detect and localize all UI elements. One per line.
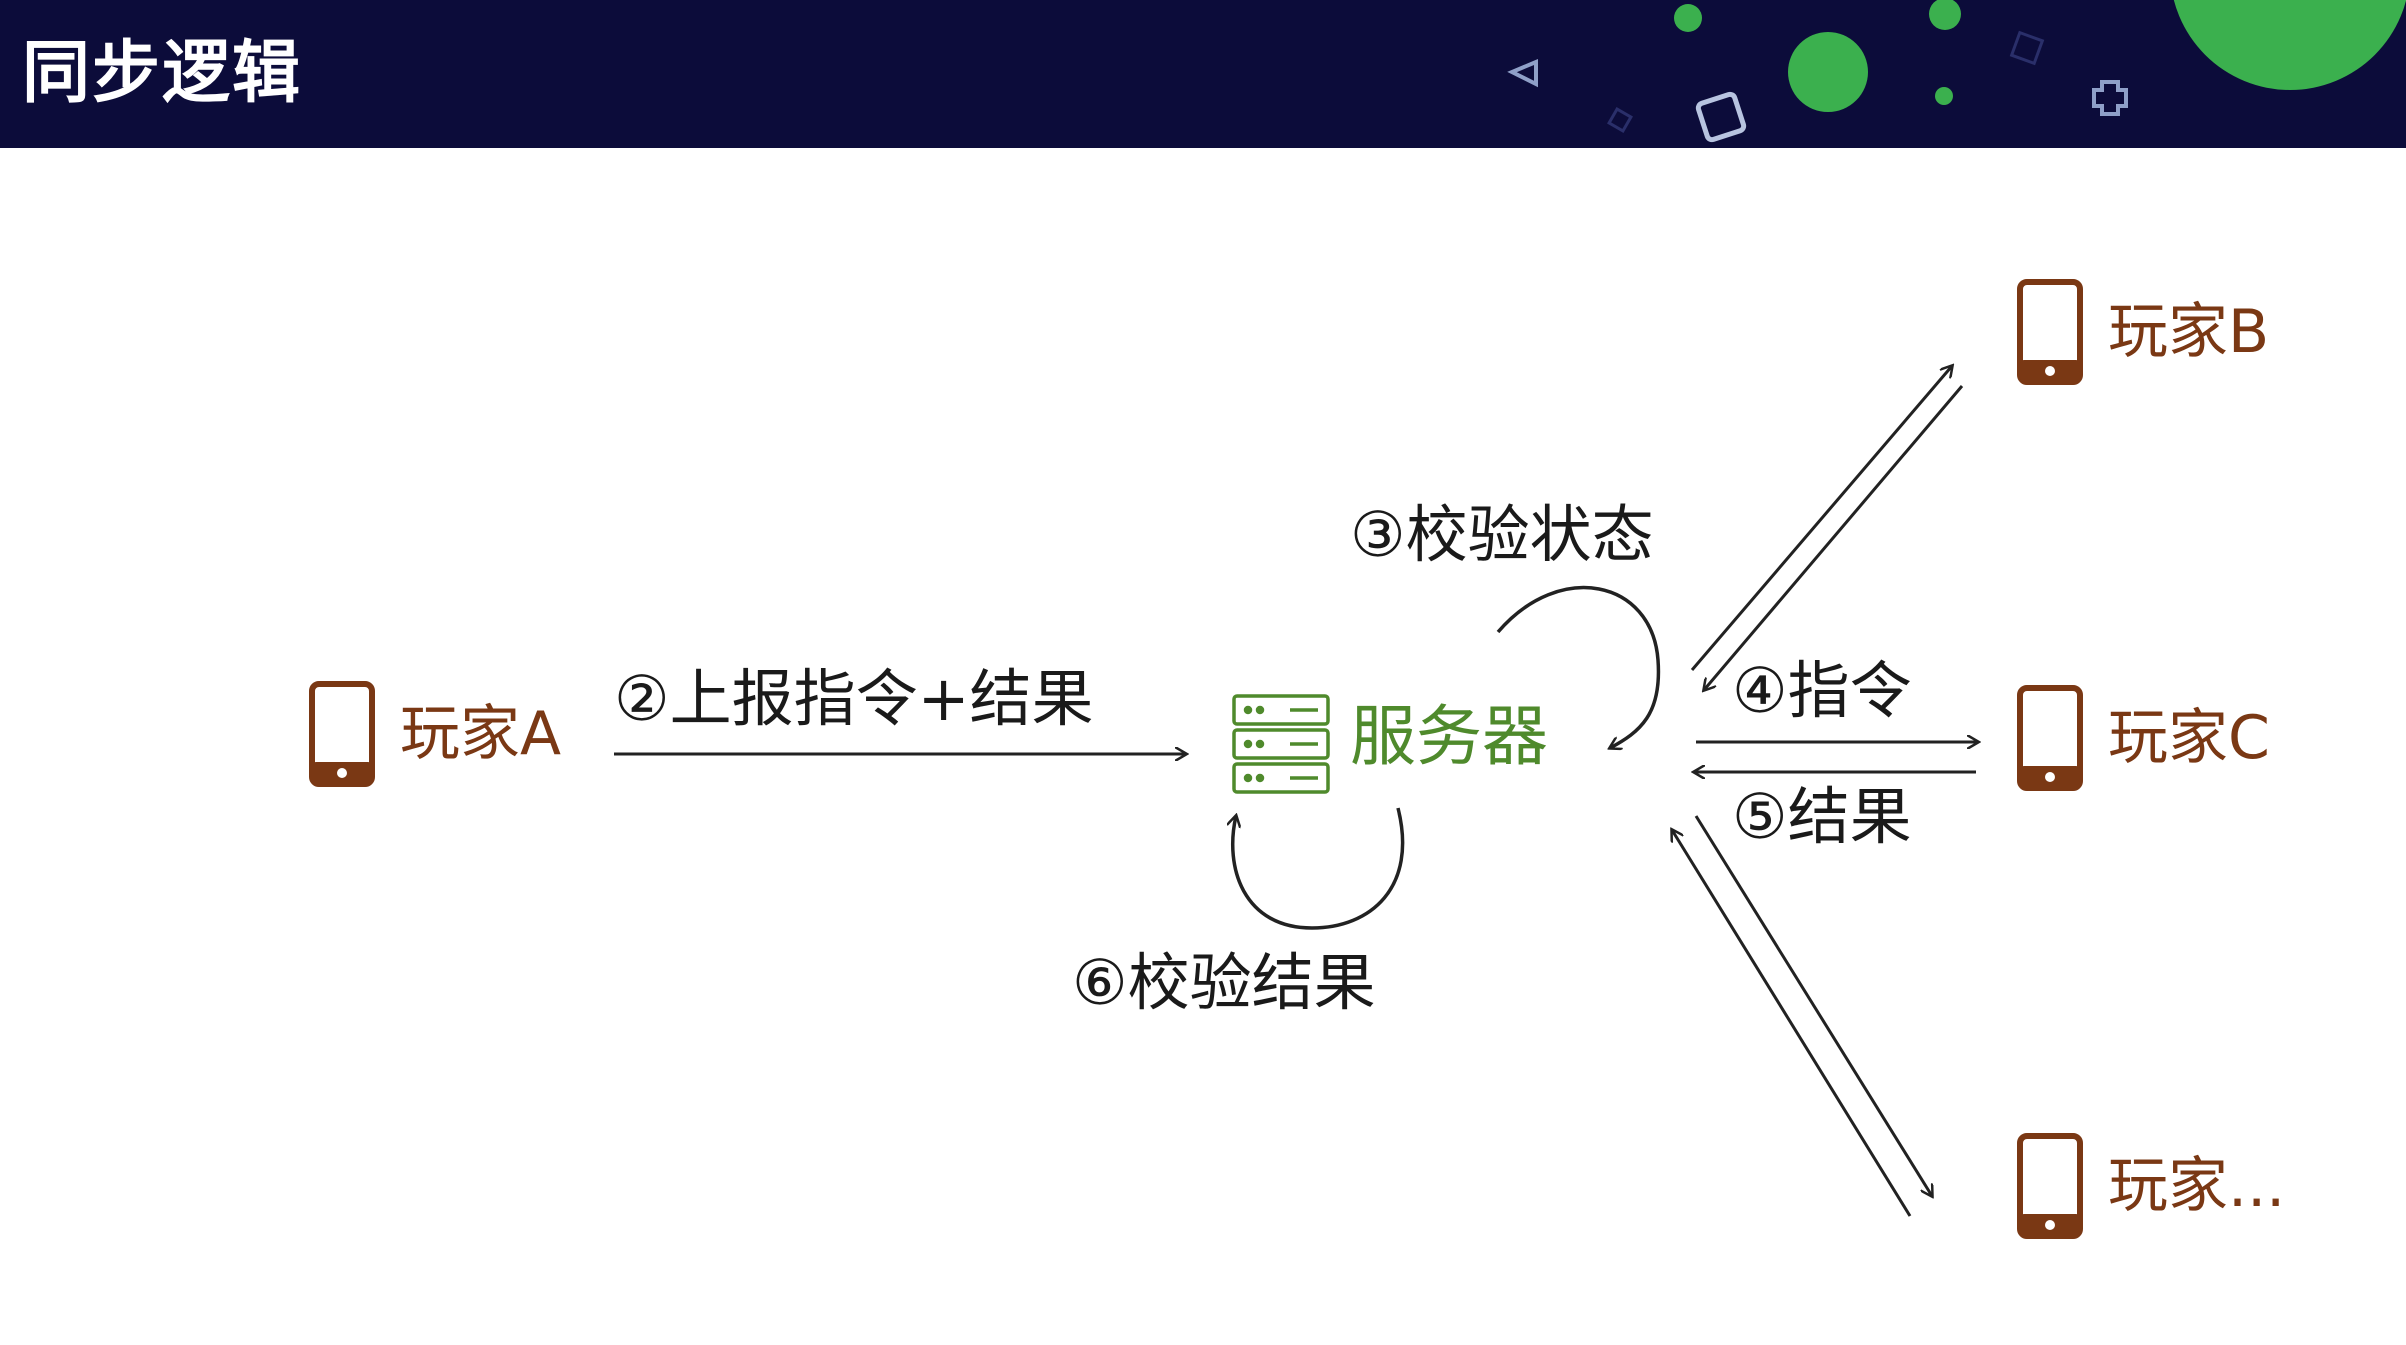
decor-dot	[1929, 0, 1961, 30]
phone-icon	[309, 681, 375, 787]
decor-dot	[1674, 4, 1702, 32]
step-verify-result-label: ⑥校验结果	[1072, 946, 1376, 1019]
decor-dot	[1935, 87, 1953, 105]
server-label: 服务器	[1350, 698, 1548, 775]
diagram-connectors	[309, 279, 2083, 1239]
phone-icon	[2017, 685, 2083, 791]
header-decoration	[1507, 0, 2406, 143]
sync-diagram: 玩家A 玩家B 玩家C 玩家... 服务器 ②上报指令+结果 ③校验状态 ④指令…	[0, 148, 2406, 1345]
loop-verify-result	[1233, 807, 1405, 930]
step-result-label: ⑤结果	[1732, 780, 1912, 853]
page-title: 同步逻辑	[22, 34, 303, 113]
phone-icon	[2017, 279, 2083, 385]
decor-square	[1607, 107, 1633, 133]
player-a-label: 玩家A	[400, 699, 562, 769]
decor-cross	[2092, 80, 2128, 116]
loop-verify-state	[1496, 585, 1661, 748]
step-report-label: ②上报指令+结果	[614, 662, 1094, 735]
step-verify-state-label: ③校验状态	[1350, 498, 1654, 571]
server-icon	[1232, 694, 1330, 794]
header-bar: 同步逻辑	[0, 0, 2406, 148]
arrow-to-player-more	[1694, 815, 1932, 1196]
arrow-from-player-more	[1672, 830, 1912, 1217]
step-command-label: ④指令	[1732, 654, 1912, 727]
arrow-from-player-b	[1704, 385, 1964, 690]
decor-square	[2009, 30, 2045, 66]
phone-icon	[2017, 1133, 2083, 1239]
decor-large-circle	[2173, 0, 2406, 90]
decor-triangle	[1507, 59, 1538, 88]
player-b-label: 玩家B	[2108, 297, 2270, 367]
decor-square	[1695, 91, 1747, 143]
player-c-label: 玩家C	[2108, 703, 2270, 773]
decor-circle	[1788, 32, 1868, 112]
player-more-label: 玩家...	[2108, 1151, 2286, 1221]
arrow-to-player-b	[1690, 366, 1952, 671]
